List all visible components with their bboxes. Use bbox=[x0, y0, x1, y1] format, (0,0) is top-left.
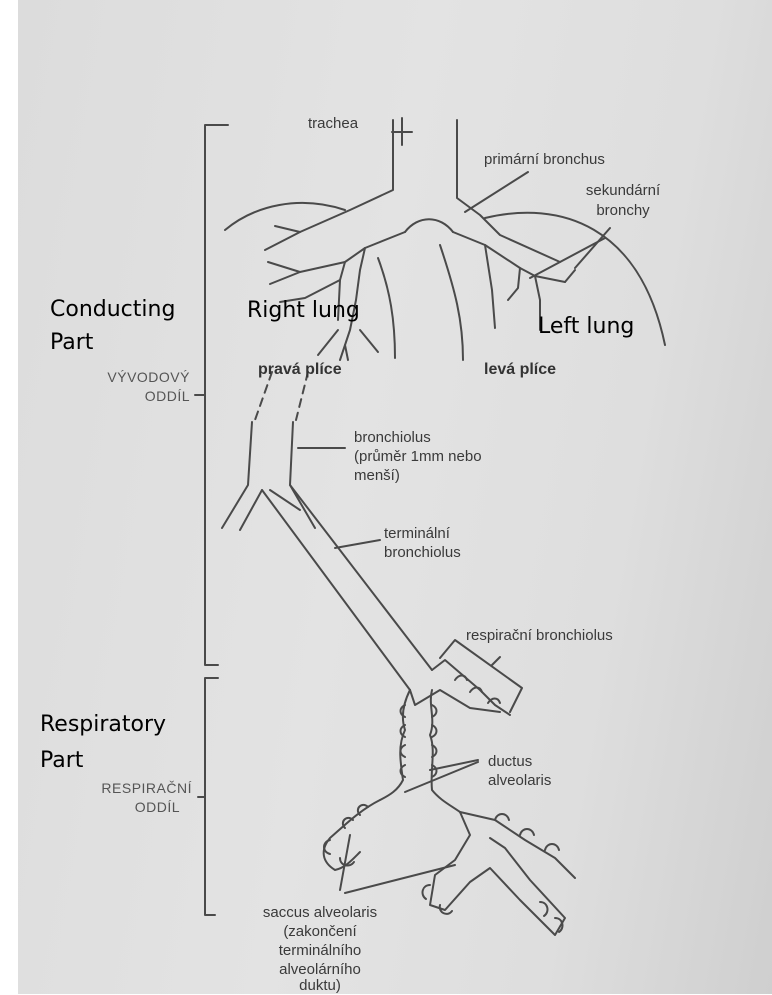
label-bronchiolus-3: menší) bbox=[354, 466, 400, 485]
carina bbox=[405, 219, 453, 232]
label-terminal-1: terminální bbox=[384, 524, 450, 543]
terminal-bronchiolus bbox=[262, 485, 432, 690]
label-left-lung-cz: levá plíce bbox=[484, 360, 556, 379]
label-bronchiolus-1: bronchiolus bbox=[354, 428, 431, 447]
respiratory-bracket bbox=[205, 678, 218, 915]
leader-ductus-2 bbox=[405, 762, 478, 792]
right-central-b bbox=[378, 258, 395, 358]
annotation-conducting-2: Part bbox=[50, 328, 93, 358]
label-conducting-cz-2: ODDÍL bbox=[60, 387, 190, 405]
label-ductus-1: ductus bbox=[488, 752, 532, 771]
label-saccus-5: duktu) bbox=[220, 976, 420, 995]
label-secondary-bronchi-2: bronchy bbox=[578, 201, 668, 220]
leader-secondary-1 bbox=[530, 238, 605, 278]
leader-secondary-2 bbox=[575, 228, 610, 268]
annotation-respiratory-1: Respiratory bbox=[40, 710, 166, 740]
leader-respiratory bbox=[492, 657, 500, 665]
label-saccus-1: saccus alveolaris bbox=[220, 903, 420, 922]
ductus-right bbox=[430, 690, 460, 812]
saccus-scallop-right bbox=[423, 814, 563, 932]
label-right-lung-cz: pravá plíce bbox=[258, 360, 342, 379]
bronchiolus-fork bbox=[240, 490, 300, 530]
leader-primary-bronchus bbox=[465, 172, 528, 212]
label-terminal-2: bronchiolus bbox=[384, 543, 461, 562]
saccus-right-branch bbox=[460, 812, 575, 878]
annotation-left-lung: Left lung bbox=[538, 312, 634, 342]
leader-terminal bbox=[335, 540, 380, 548]
label-respiratory-cz-2: ODDÍL bbox=[50, 798, 180, 816]
label-trachea: trachea bbox=[308, 114, 358, 133]
right-lung-outline bbox=[225, 203, 345, 230]
label-bronchiolus-2: (průměr 1mm nebo bbox=[354, 447, 482, 466]
leader-saccus-2 bbox=[345, 865, 455, 893]
label-respiratory-bronchiolus: respirační bronchiolus bbox=[466, 626, 613, 645]
resp-box bbox=[440, 640, 522, 712]
left-central-b bbox=[485, 245, 495, 328]
saccus-left bbox=[324, 800, 380, 870]
trachea-outline bbox=[265, 120, 393, 250]
annotation-conducting-1: Conducting bbox=[50, 295, 175, 325]
label-secondary-bronchi-1: sekundární bbox=[578, 181, 668, 200]
bronchiole-dash-left bbox=[255, 372, 272, 420]
trachea-marker bbox=[392, 118, 412, 145]
annotation-right-lung: Right lung bbox=[247, 296, 360, 326]
label-ductus-2: alveolaris bbox=[488, 771, 551, 790]
resp-alveoli bbox=[455, 676, 500, 704]
label-saccus-2: (zakončení bbox=[220, 922, 420, 941]
label-respiratory-cz-1: RESPIRAČNÍ bbox=[50, 779, 192, 797]
annotation-respiratory-2: Part bbox=[40, 746, 83, 776]
label-conducting-cz-1: VÝVODOVÝ bbox=[60, 368, 190, 386]
bronchiolus-wall bbox=[222, 422, 252, 528]
label-saccus-3: terminálního bbox=[220, 941, 420, 960]
conducting-bracket bbox=[205, 125, 228, 665]
bronchiole-dash-right bbox=[296, 372, 308, 420]
left-central bbox=[440, 245, 463, 360]
label-primary-bronchus: primární bronchus bbox=[484, 150, 605, 169]
